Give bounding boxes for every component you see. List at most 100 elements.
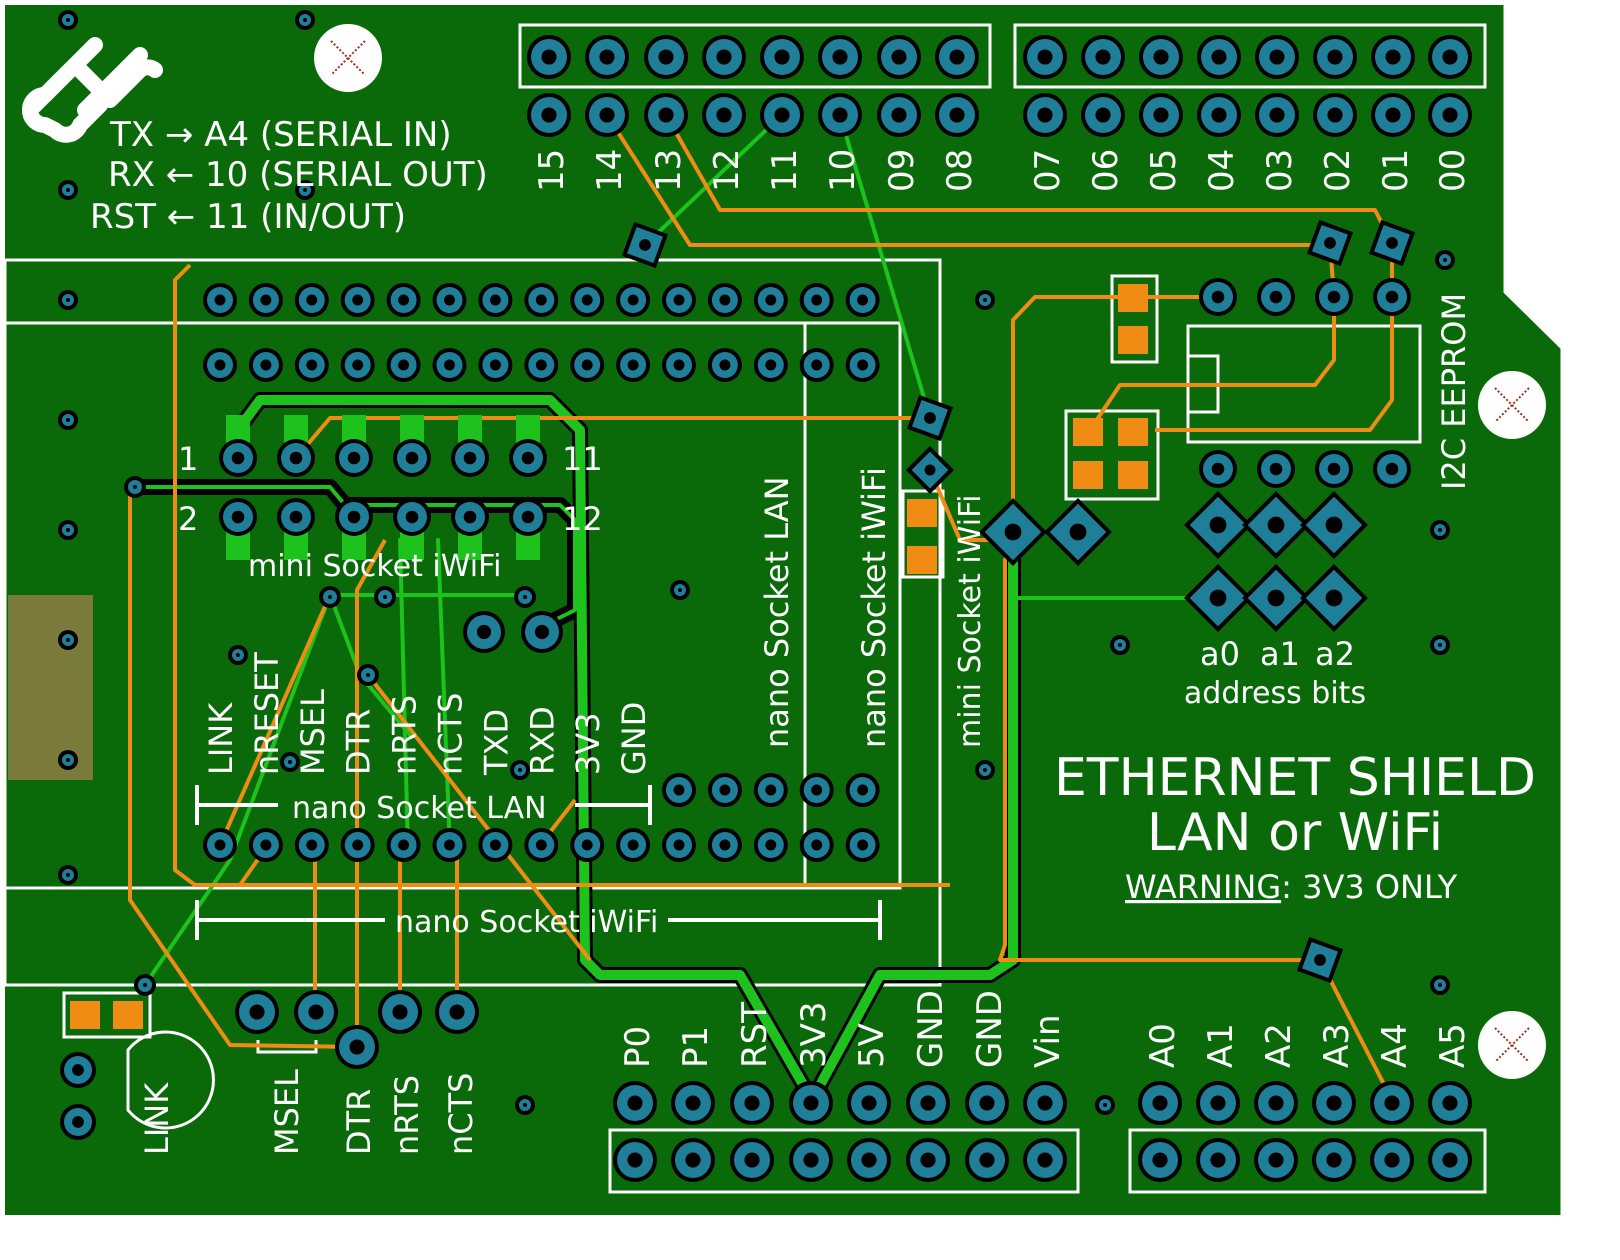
- via: [58, 630, 78, 650]
- eeprom-pad: [1315, 450, 1353, 488]
- nano-pad: [799, 773, 834, 807]
- nano-pin-label: 3V3: [569, 712, 607, 775]
- jumper-msel-label: MSEL: [268, 1069, 306, 1155]
- header-pad: [1371, 93, 1415, 137]
- via: [1435, 250, 1455, 270]
- socket-pad: [616, 348, 651, 382]
- address-caption: address bits: [1184, 676, 1366, 711]
- nano-pad: [432, 828, 467, 862]
- via: [58, 10, 78, 30]
- mini-pin-2-label: 2: [178, 500, 198, 538]
- power-header-pad: [730, 1081, 774, 1125]
- power-pin-label: P1: [676, 1026, 716, 1068]
- socket-pad: [340, 283, 375, 317]
- jumper-dtr-label: DTR: [340, 1089, 378, 1155]
- mini-socket-pad: [393, 498, 431, 536]
- digital-pin-label: 14: [590, 149, 630, 192]
- analog-header-pad: [1138, 1138, 1182, 1182]
- power-header-pad: [613, 1138, 657, 1182]
- header-pad: [760, 93, 804, 137]
- header-pad: [877, 35, 921, 79]
- digital-pin-label: 02: [1318, 149, 1358, 192]
- digital-pin-label: 00: [1433, 149, 1473, 192]
- jumper-pad: [378, 990, 422, 1034]
- serial-note-1: RX ← 10 (SERIAL OUT): [108, 155, 488, 195]
- nano-pin-label: nCTS: [432, 693, 470, 775]
- header-pad: [644, 35, 688, 79]
- power-header-pad: [847, 1138, 891, 1182]
- digital-pin-label: 10: [823, 149, 863, 192]
- mini-socket-pad: [219, 498, 257, 536]
- eeprom-pad: [1199, 278, 1237, 316]
- power-pin-label: P0: [618, 1026, 658, 1068]
- mini-socket-pad: [509, 439, 547, 477]
- analog-pin-label: A0: [1143, 1023, 1183, 1068]
- socket-pad: [248, 283, 283, 317]
- socket-pad: [524, 348, 559, 382]
- power-header-pad: [906, 1081, 950, 1125]
- header-pad: [585, 93, 629, 137]
- header-pad: [1197, 93, 1241, 137]
- via: [295, 180, 315, 200]
- power-header-pad: [613, 1081, 657, 1125]
- smd-jumper-pad: [70, 1001, 100, 1029]
- eeprom-pad: [1315, 278, 1353, 316]
- socket-pad: [662, 283, 696, 317]
- power-pin-label: GND: [970, 990, 1010, 1068]
- led-link-label: LINK: [138, 1082, 176, 1155]
- usb-connector: [8, 595, 93, 780]
- nano-socket-iwifi-label: nano Socket iWiFi: [395, 905, 658, 940]
- pad: [521, 611, 563, 653]
- socket-pad: [570, 348, 605, 382]
- header-pad: [1023, 35, 1067, 79]
- square-pad: [1306, 219, 1354, 267]
- nano-pin-label: LINK: [202, 702, 240, 775]
- header-pad: [1023, 93, 1067, 137]
- analog-header-pad: [1196, 1081, 1240, 1125]
- analog-pin-label: A4: [1375, 1023, 1415, 1068]
- serial-note-2: RST ← 11 (IN/OUT): [90, 197, 406, 237]
- eeprom-label: I2C EEPROM: [1435, 293, 1473, 490]
- header-pad: [1197, 35, 1241, 79]
- digital-pin-label: 04: [1202, 149, 1242, 192]
- nano-pad: [294, 828, 329, 862]
- board-title: ETHERNET SHIELD: [1054, 748, 1536, 808]
- nano-pad: [662, 773, 696, 807]
- via: [228, 645, 248, 665]
- analog-pin-label: A5: [1433, 1023, 1473, 1068]
- nano-socket-iwifi-vertical: nano Socket iWiFi: [855, 467, 893, 748]
- header-pad: [1428, 35, 1472, 79]
- address-a1: a1: [1260, 635, 1300, 673]
- socket-pad: [753, 283, 788, 317]
- nano-socket-lan-label: nano Socket LAN: [292, 791, 547, 826]
- via: [58, 520, 78, 540]
- socket-pad: [386, 283, 421, 317]
- smd-jumper-pad: [1118, 326, 1148, 354]
- digital-pin-label: 11: [765, 149, 805, 192]
- power-header-pad: [671, 1138, 715, 1182]
- header-pad: [1313, 93, 1357, 137]
- socket-pad: [616, 283, 651, 317]
- via: [280, 752, 300, 772]
- smd-jumper-pad: [1118, 461, 1148, 489]
- analog-header-pad: [1370, 1081, 1414, 1125]
- mini-socket-iwifi-vertical: mini Socket iWiFi: [953, 495, 988, 748]
- nano-pad: [662, 828, 696, 862]
- power-header-pad: [789, 1138, 833, 1182]
- digital-pin-label: 09: [882, 149, 922, 192]
- analog-header-pad: [1254, 1138, 1298, 1182]
- dlh-logo: [22, 37, 163, 143]
- header-pad: [818, 35, 862, 79]
- eeprom-pad: [1373, 278, 1411, 316]
- socket-pad: [478, 283, 513, 317]
- nano-pad: [478, 828, 513, 862]
- smd-jumper-pad: [907, 499, 937, 527]
- silk-brackets: [195, 785, 882, 940]
- nano-pin-label: MSEL: [294, 689, 332, 775]
- nano-pad: [753, 773, 788, 807]
- socket-pad: [248, 348, 283, 382]
- via: [58, 750, 78, 770]
- power-header-pad: [789, 1081, 833, 1125]
- power-pin-label: 3V3: [794, 1001, 834, 1068]
- digital-pin-label: 05: [1144, 149, 1184, 192]
